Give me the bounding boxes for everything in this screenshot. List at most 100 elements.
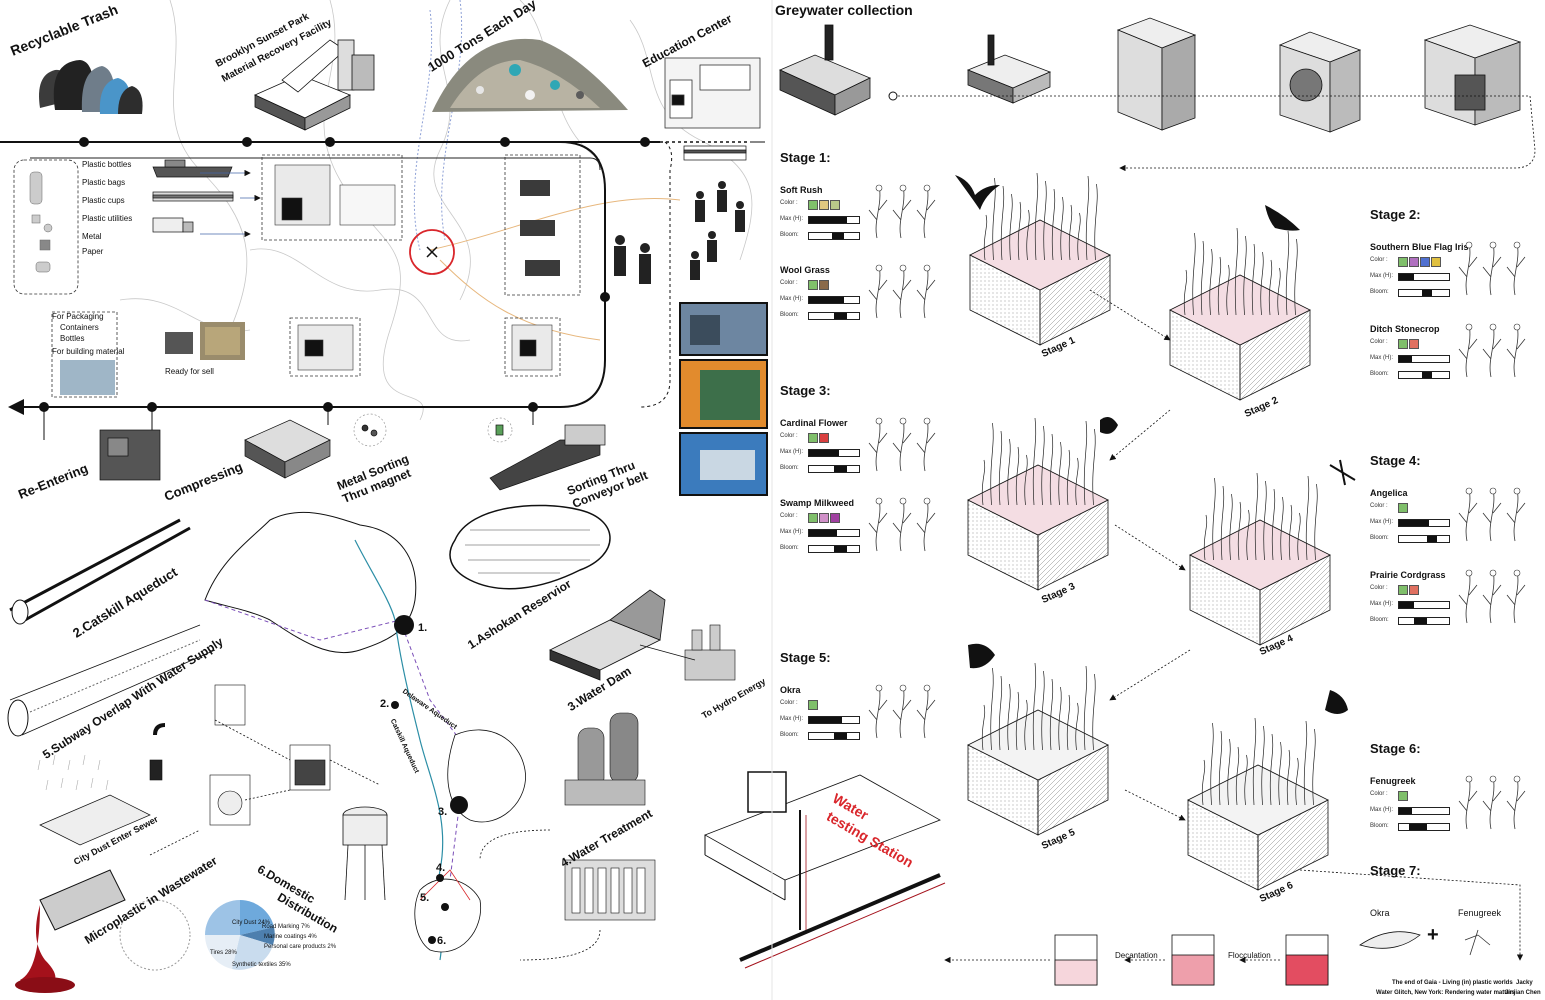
- plant-name: Wool Grass: [780, 265, 830, 275]
- plant-attr-label: Bloom:: [780, 732, 799, 738]
- plant-attr-label: Bloom:: [1370, 371, 1389, 377]
- material-item: Paper: [82, 247, 104, 256]
- plant-name: Cardinal Flower: [780, 418, 848, 428]
- bloom-bar: [808, 465, 860, 473]
- map-point-4: 4.: [436, 862, 446, 874]
- plant-attr-label: Bloom:: [780, 232, 799, 238]
- wildlife-silhouettes: [955, 175, 1356, 714]
- plant-attr-label: Bloom:: [1370, 823, 1389, 829]
- max-height-bar: [1398, 273, 1450, 281]
- plant-sketch-icon: [868, 684, 936, 739]
- material-item: Plastic bottles: [82, 160, 132, 169]
- pie-label: Personal care products 2%: [264, 944, 337, 950]
- pie-label: Synthetic textiles 35%: [232, 962, 291, 968]
- material-item: Plastic utilities: [82, 214, 133, 223]
- pie-label: City Dust 24%: [232, 920, 271, 926]
- wetland-block: [1187, 717, 1329, 891]
- plant-attr-label: Bloom:: [1370, 535, 1389, 541]
- plant-attr-label: Bloom:: [780, 545, 799, 551]
- color-swatch: [808, 200, 818, 210]
- people-figures: [614, 181, 745, 284]
- stage-title: Stage 3:: [780, 383, 831, 398]
- location-target-icon: [409, 229, 455, 275]
- plant-sketch-icon: [1458, 487, 1526, 542]
- plant-attr-label: Color :: [1370, 791, 1388, 797]
- watershed-map: [204, 511, 526, 961]
- plant-attr-label: Color :: [1370, 503, 1388, 509]
- color-swatch: [1398, 585, 1408, 595]
- ready-for-sell-label: Ready for sell: [165, 367, 214, 376]
- flocculation-label: Flocculation: [1228, 951, 1271, 960]
- use-item: For building material: [52, 347, 125, 356]
- max-height-bar: [808, 216, 860, 224]
- material-item: Plastic cups: [82, 196, 125, 205]
- bloom-bar: [808, 545, 860, 553]
- stage-title: Stage 4:: [1370, 453, 1421, 468]
- plant-name: Soft Rush: [780, 185, 823, 195]
- aqueduct-pipes: [7, 518, 216, 737]
- education-center-plan: [664, 57, 761, 129]
- decantation-label: Decantation: [1115, 951, 1158, 960]
- material-item: Plastic bags: [82, 178, 126, 187]
- color-swatch: [1409, 585, 1419, 595]
- microplastic-sample: [119, 899, 191, 971]
- max-height-bar: [808, 529, 860, 537]
- plant-attr-label: Bloom:: [780, 465, 799, 471]
- hydro-plant-icon: [684, 624, 736, 681]
- color-swatch: [1431, 257, 1441, 267]
- plant-sketch-icon: [868, 497, 936, 552]
- plant-attr-label: Max (H):: [780, 716, 803, 722]
- wetland-stage-blocks: [967, 172, 1331, 891]
- plant-attr-label: Bloom:: [1370, 617, 1389, 623]
- author-2: Jinjian Chen: [1505, 990, 1541, 996]
- color-swatch: [830, 200, 840, 210]
- max-height-bar: [1398, 519, 1450, 527]
- map-point-3: 3.: [438, 806, 448, 818]
- pie-label: Marine coatings 4%: [264, 934, 317, 940]
- treatment-tanks: [564, 712, 656, 921]
- map-point-2: 2.: [380, 698, 390, 710]
- wetland-block: [967, 417, 1109, 591]
- dam-icon: [549, 589, 666, 681]
- author-1: Jacky: [1516, 980, 1533, 986]
- factory-icon: [254, 39, 375, 131]
- color-swatch: [819, 513, 829, 523]
- greywater-fixtures: [779, 17, 1522, 133]
- plant-attr-label: Max (H):: [1370, 355, 1393, 361]
- trash-bags-icon: [39, 60, 143, 114]
- plant-attr-label: Max (H):: [1370, 807, 1393, 813]
- max-height-bar: [1398, 807, 1450, 815]
- education-photos: [679, 302, 768, 496]
- bottle-icons: [29, 171, 53, 273]
- plant-attr-label: Max (H):: [780, 449, 803, 455]
- plant-attr-label: Color :: [780, 513, 798, 519]
- plant-attr-label: Color :: [780, 433, 798, 439]
- water-tower-icon: [342, 806, 388, 901]
- plant-name: Southern Blue Flag Iris: [1370, 242, 1469, 252]
- color-swatch: [819, 200, 829, 210]
- plant-attr-label: Max (H):: [780, 296, 803, 302]
- bloom-bar: [1398, 535, 1450, 543]
- color-swatch: [1398, 791, 1408, 801]
- plant-attr-label: Bloom:: [780, 312, 799, 318]
- color-swatch: [808, 280, 818, 290]
- plant-name: Okra: [780, 685, 801, 695]
- plant-sketch-icon: [1458, 241, 1526, 296]
- color-swatch: [830, 513, 840, 523]
- testing-station: [704, 771, 946, 969]
- map-point-1: 1.: [418, 622, 428, 634]
- plant-attr-label: Max (H):: [1370, 601, 1393, 607]
- stage-title: Stage 6:: [1370, 741, 1421, 756]
- color-swatch: [1398, 503, 1408, 513]
- use-item: For Packaging: [52, 312, 104, 321]
- plant-attr-label: Color :: [1370, 585, 1388, 591]
- plant-attr-label: Color :: [780, 280, 798, 286]
- plant-attr-label: Color :: [1370, 339, 1388, 345]
- plant-sketch-icon: [1458, 775, 1526, 830]
- material-item: Metal: [82, 232, 102, 241]
- trash-pile-icon: [432, 38, 628, 112]
- plant-name: Swamp Milkweed: [780, 498, 855, 508]
- excavator-icons: [520, 180, 560, 276]
- plus-sign: +: [1427, 924, 1439, 946]
